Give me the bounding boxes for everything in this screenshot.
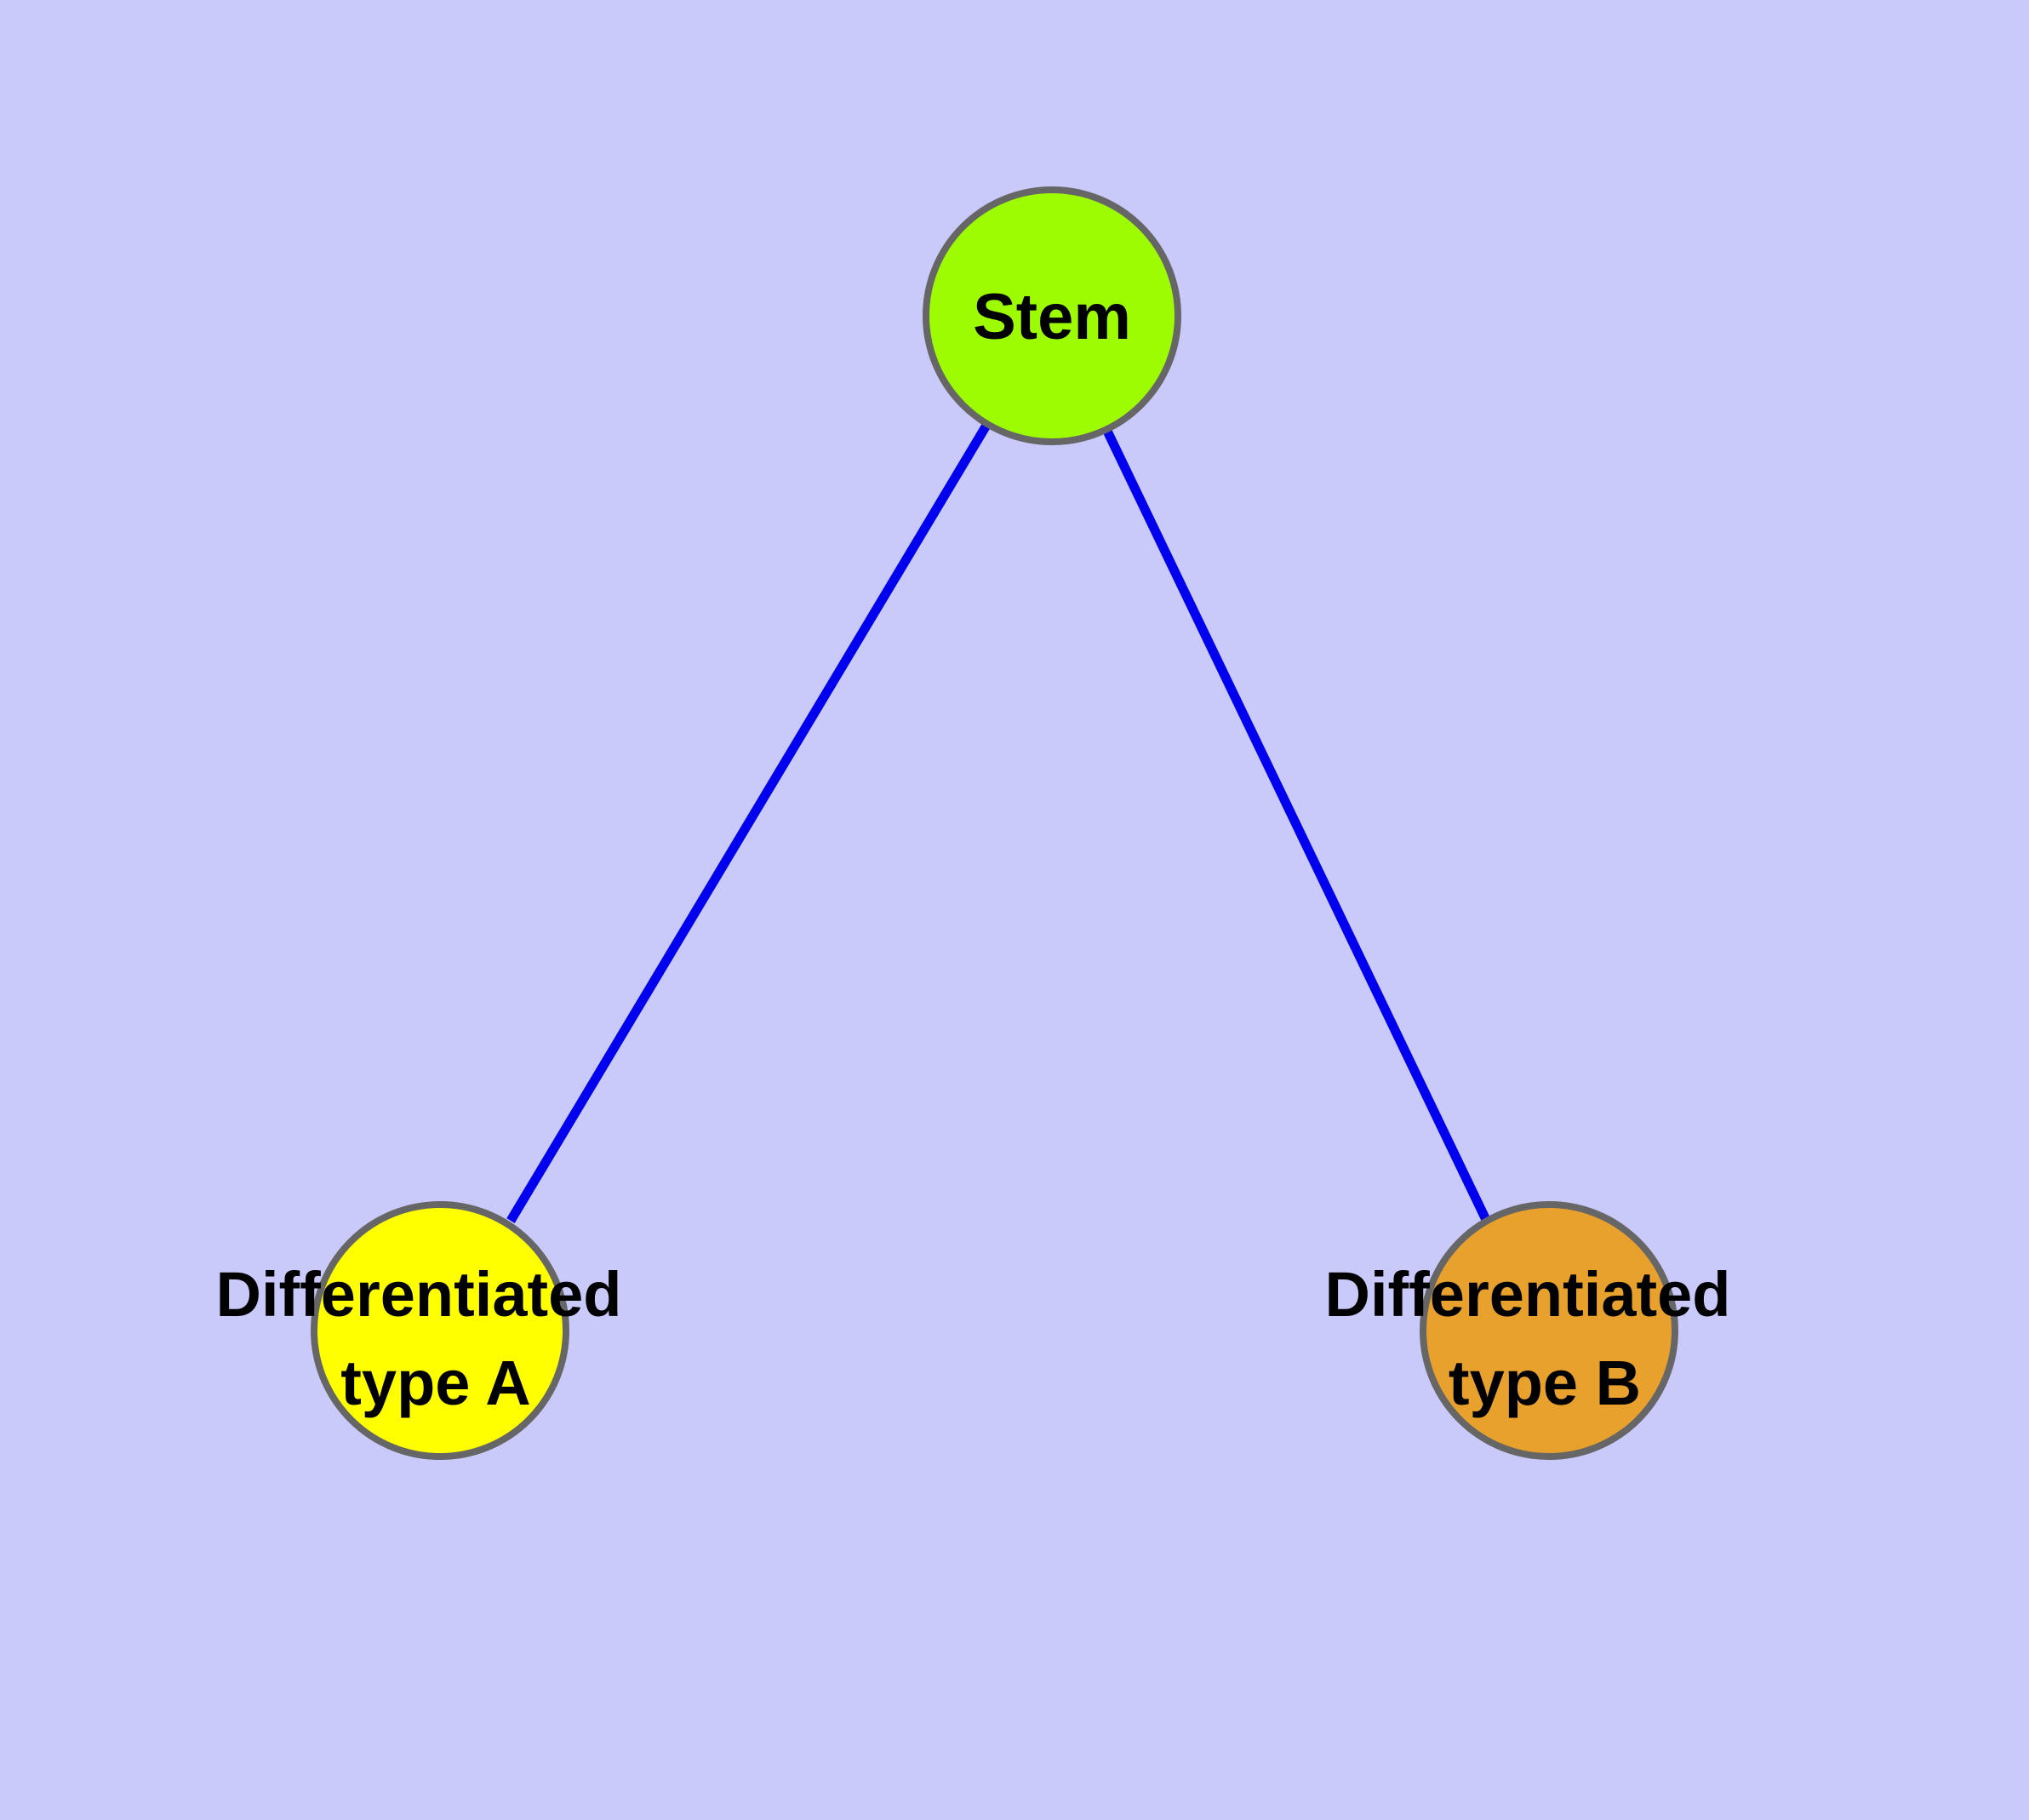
edge-layer <box>506 313 1492 1226</box>
node-stem-circle[interactable] <box>923 186 1181 445</box>
node-layer <box>311 186 1678 1460</box>
node-differentiated-type-a-circle[interactable] <box>311 1201 569 1460</box>
node-differentiated-type-b-label-line2: type B <box>1449 1348 1641 1418</box>
node-differentiated-type-b[interactable] <box>1420 1201 1678 1460</box>
edge-stem-to-differentiated-type-b[interactable] <box>1048 313 1492 1226</box>
node-differentiated-type-a-label-line2: type A <box>340 1348 530 1418</box>
edge-stem-to-differentiated-type-a[interactable] <box>506 313 1056 1223</box>
node-differentiated-type-a-label-line1: Differentiated <box>216 1259 622 1330</box>
node-differentiated-type-b-circle[interactable] <box>1420 1201 1678 1460</box>
label-layer: Stem Differentiated type A Differentiate… <box>216 281 1731 1418</box>
node-differentiated-type-a[interactable] <box>311 1201 569 1460</box>
node-differentiated-type-b-label-line1: Differentiated <box>1325 1259 1731 1330</box>
node-stem[interactable] <box>923 186 1181 445</box>
node-stem-label: Stem <box>973 281 1131 353</box>
